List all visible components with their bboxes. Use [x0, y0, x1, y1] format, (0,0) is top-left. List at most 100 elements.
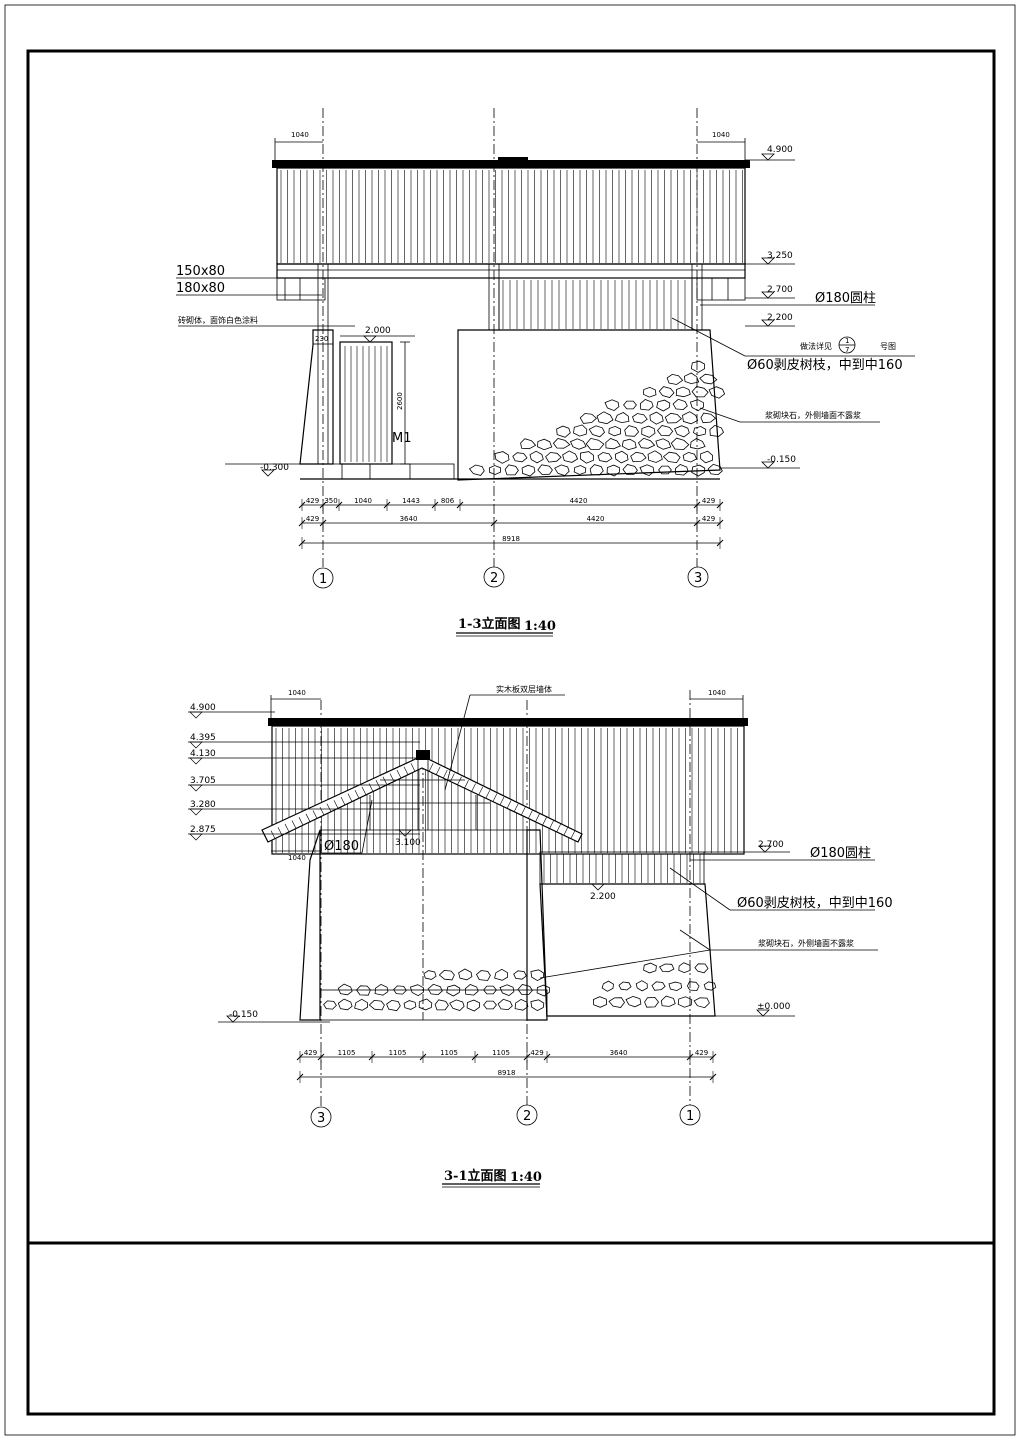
- level-minus-0300: -0.300: [225, 463, 340, 477]
- roof-ridge: [272, 160, 750, 168]
- outer-frame: [4, 4, 1016, 1436]
- view-scale: 1:40: [524, 619, 556, 634]
- beam-label-2: 180x80: [176, 281, 225, 296]
- dim-text: 350: [324, 497, 337, 505]
- door-label: M1: [392, 431, 412, 446]
- dim-text: 8918: [502, 535, 520, 543]
- level-text: 2.200: [767, 313, 793, 323]
- axis-label: 3: [694, 571, 702, 586]
- dim-text: 429: [702, 515, 715, 523]
- detail-sheet: 7: [845, 346, 849, 354]
- eave-dim-right-b: 1040: [690, 689, 744, 722]
- bottom-elevation: 1040 1040 1040: [188, 684, 893, 1188]
- level-text: 2.200: [590, 892, 616, 902]
- dim-text: 1105: [338, 1049, 356, 1057]
- dim-text: 806: [441, 497, 455, 505]
- level-text: 4.130: [190, 749, 216, 759]
- detail-num: 1: [845, 337, 849, 345]
- note-column-b: Ø180圆柱: [810, 846, 871, 861]
- dim-text: 1105: [389, 1049, 407, 1057]
- note-wall: 砖砌体，面饰白色涂料: [178, 315, 258, 325]
- dim-text: 1040: [354, 497, 372, 505]
- roof-hatch: [280, 170, 743, 263]
- wall-left-b: [299, 829, 321, 1021]
- level-text: -0.150: [767, 455, 796, 465]
- level-minus-0150-b: -0.150: [218, 1010, 330, 1023]
- note-detail: 做法详见: [800, 341, 832, 351]
- small-dim: 230: [315, 335, 328, 343]
- note-rafter: Ø60剥皮树枝，中到中160: [747, 358, 903, 373]
- door-m1: [339, 341, 393, 465]
- level-text: 4.900: [190, 703, 216, 713]
- note-stone: 浆砌块石，外侧墙面不露浆: [765, 410, 861, 420]
- level-stack: 4.900 4.395 4.130 3.705 3.280 2.875: [188, 703, 420, 841]
- axis-bubble-2: 2: [483, 566, 505, 588]
- roof-board-wall: [276, 167, 746, 265]
- level-text: 3.705: [190, 776, 216, 786]
- level-3100: 3.100: [395, 829, 421, 848]
- eave-dim-left: 1040: [274, 131, 323, 160]
- level-4900: 4.900: [745, 145, 795, 161]
- stone-pattern-b: [323, 962, 717, 1012]
- beam-label-1: 150x80: [176, 264, 225, 279]
- beam-band: [276, 263, 746, 279]
- axis-bubble-1: 1: [312, 567, 334, 589]
- axis-label: 2: [523, 1109, 531, 1124]
- dim-text: 429: [306, 515, 319, 523]
- level-text: 3.250: [767, 251, 793, 261]
- dim-text: 429: [702, 497, 715, 505]
- view-title-b: 3-1立面图: [444, 1168, 507, 1184]
- dim-text: 3640: [400, 515, 418, 523]
- note-board-wall: 实木板双层墙体: [496, 684, 552, 694]
- axis-bubble-1b: 1: [679, 1104, 701, 1126]
- eave-dim-right: 1040: [697, 131, 746, 160]
- level-3250: 3.250: [745, 251, 795, 265]
- dimension-lines: 429 350 1040 1443 806 4420 429 429 3640 4420 429 89…: [298, 497, 724, 549]
- level-minus-0150: -0.150: [720, 455, 800, 469]
- door-height: 2600: [396, 392, 404, 410]
- gable-roof: [261, 755, 583, 843]
- level-text: 2.875: [190, 825, 216, 835]
- axis-label: 1: [319, 572, 327, 587]
- level-text: 4.900: [767, 145, 793, 155]
- dim-text: 429: [304, 1049, 317, 1057]
- level-zero-b: ±0.000: [547, 1002, 795, 1017]
- note-detail-suffix: 号图: [880, 342, 896, 351]
- drawing-border: [26, 49, 996, 1416]
- top-elevation: 1040 1040 230: [176, 108, 915, 637]
- level-text: 3.100: [395, 838, 421, 848]
- level-2700: 2.700: [745, 285, 795, 299]
- view-scale-b: 1:40: [510, 1170, 542, 1185]
- dim-text: 3640: [610, 1049, 628, 1057]
- dim-text: 429: [306, 497, 319, 505]
- dim-text: 4420: [587, 515, 605, 523]
- level-text: 4.395: [190, 733, 216, 743]
- level-2000: 2.000: [340, 326, 415, 343]
- rafter-screen: [498, 277, 693, 331]
- roof-ridge-b: [268, 718, 748, 726]
- dim-text: 4420: [570, 497, 588, 505]
- note-post: Ø180: [324, 839, 359, 854]
- dim-text: 1105: [492, 1049, 510, 1057]
- dim-text: 429: [695, 1049, 708, 1057]
- level-2700-b: 2.700: [704, 840, 790, 853]
- dim-text: 1443: [402, 497, 420, 505]
- eave-dim-text: 1040: [708, 689, 726, 697]
- axis-label: 3: [317, 1111, 325, 1126]
- dim-text: 1105: [440, 1049, 458, 1057]
- eave-dim-left-text: 1040: [291, 131, 309, 139]
- axis-bubble-3b: 3: [310, 1106, 332, 1128]
- level-2200-b: 2.200: [580, 883, 620, 902]
- level-text: 3.280: [190, 800, 216, 810]
- level-text: ±0.000: [757, 1002, 791, 1012]
- eave-dim-low: 1040: [271, 850, 321, 862]
- view-title: 1-3立面图: [458, 616, 521, 632]
- axis-bubble-3: 3: [687, 566, 709, 588]
- axis-label: 1: [686, 1109, 694, 1124]
- dim-text: 8918: [498, 1069, 516, 1077]
- axis-bubble-2b: 2: [516, 1104, 538, 1126]
- level-text: 2.700: [767, 285, 793, 295]
- note-column: Ø180圆柱: [815, 291, 876, 306]
